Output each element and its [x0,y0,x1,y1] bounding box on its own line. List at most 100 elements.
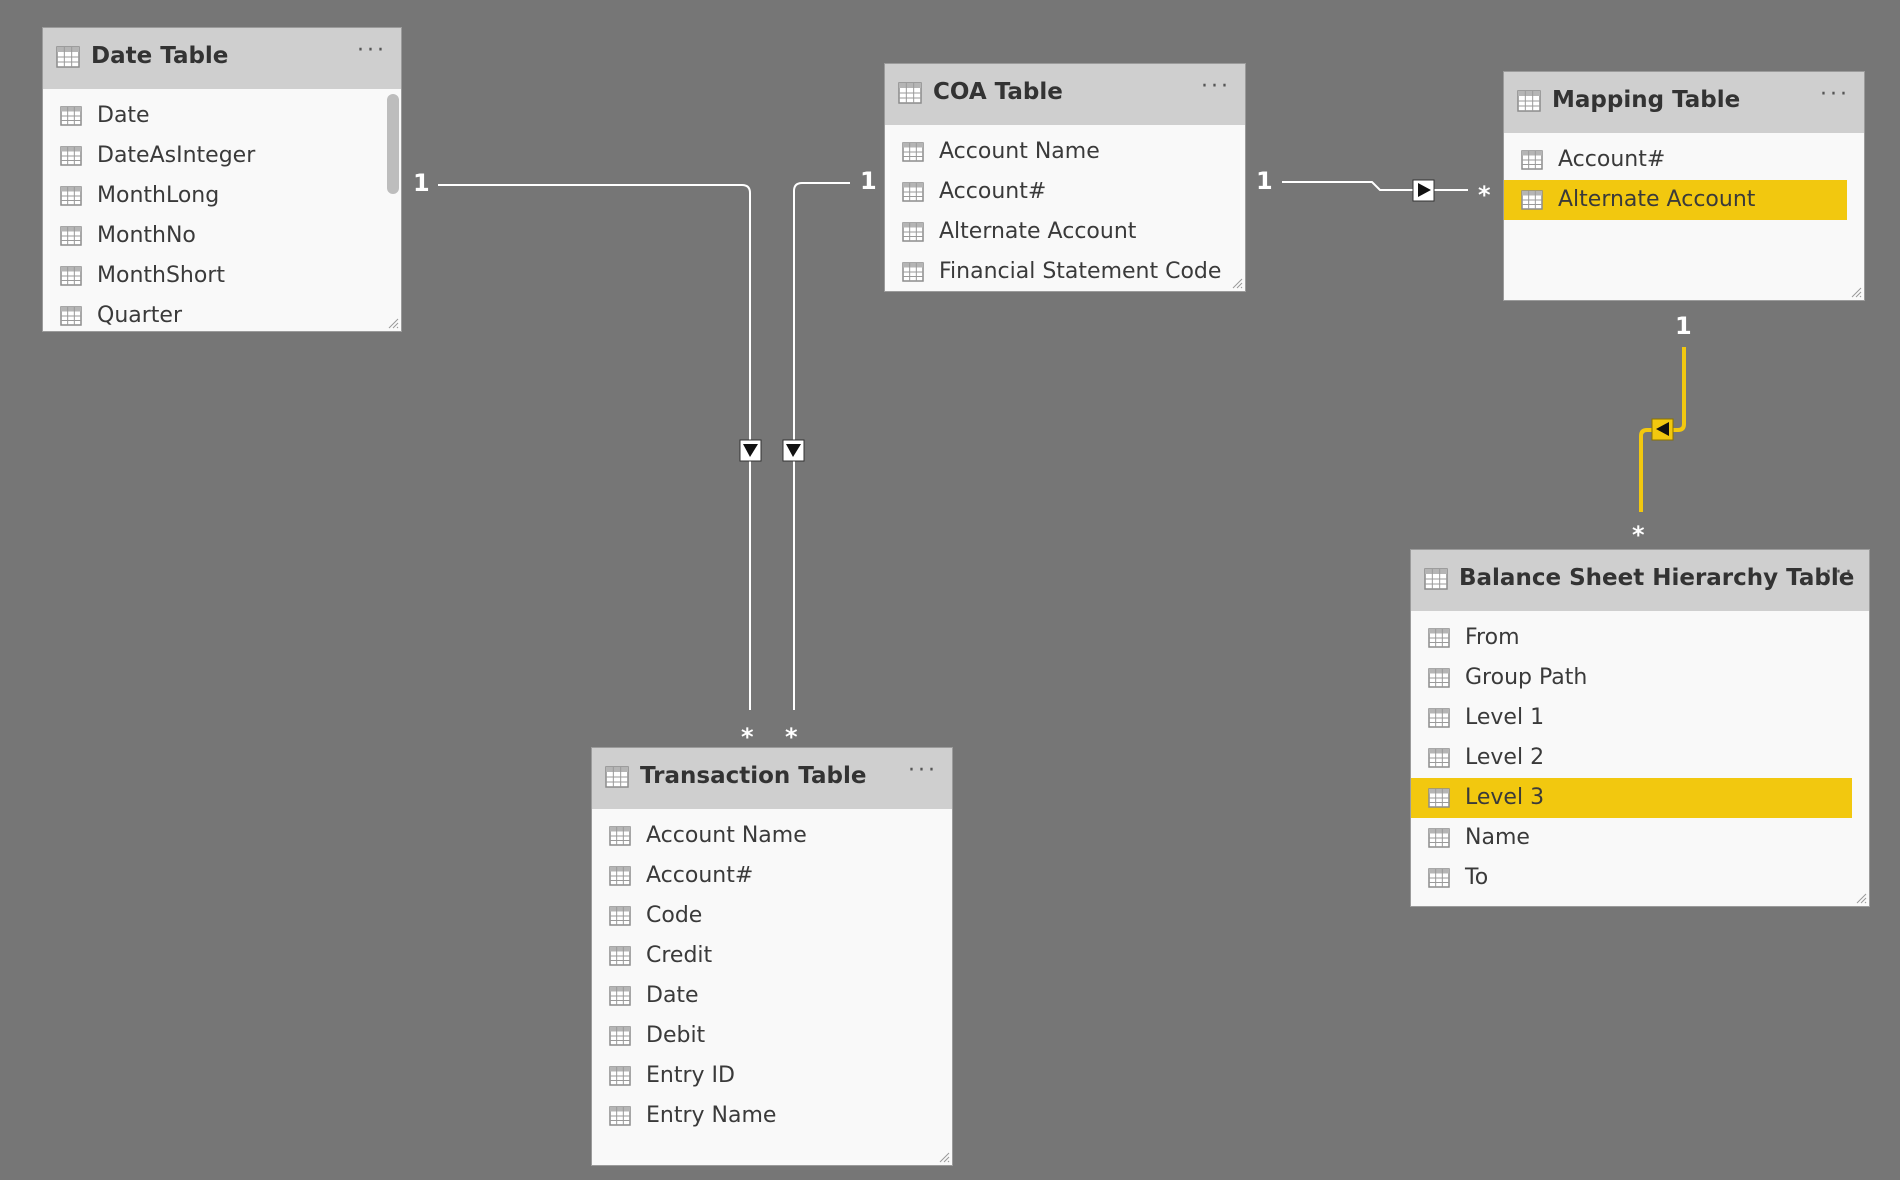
cardinality-many-mapping: * [1478,181,1491,209]
field-row[interactable]: Alternate Account [1504,180,1847,220]
field-row[interactable]: Date [592,976,952,1016]
field-label: MonthNo [97,223,196,248]
field-row[interactable]: Entry ID [592,1056,952,1096]
resize-grip-icon[interactable] [938,1151,950,1163]
direction-arrow-coa-mapping[interactable] [1412,179,1435,202]
column-grid-icon [60,186,82,206]
field-row[interactable]: Date [43,96,401,136]
field-row[interactable]: Debit [592,1016,952,1056]
field-label: MonthShort [97,263,225,288]
field-row[interactable]: Account# [885,172,1245,212]
table-card-mapping[interactable]: Mapping Table ··· Account# Alternate Acco… [1503,71,1865,301]
column-grid-icon [60,226,82,246]
table-header[interactable]: Mapping Table ··· [1504,72,1864,133]
field-row[interactable]: Entry Name [592,1096,952,1136]
field-row[interactable]: Level 3 [1411,778,1852,818]
field-row[interactable]: DateAsInteger [43,136,401,176]
resize-grip-icon[interactable] [387,317,399,329]
column-grid-icon [1428,748,1450,768]
table-header[interactable]: COA Table ··· [885,64,1245,125]
table-header[interactable]: Date Table ··· [43,28,401,89]
ellipsis-icon[interactable]: ··· [357,38,387,63]
table-grid-icon [56,46,80,68]
field-row[interactable]: Level 2 [1411,738,1869,778]
field-label: Entry ID [646,1063,735,1088]
field-label: Code [646,903,703,928]
field-label: From [1465,625,1520,650]
table-grid-icon [1517,90,1541,112]
field-label: Account# [1558,147,1666,172]
column-grid-icon [609,1106,631,1126]
field-label: Account# [939,179,1047,204]
field-row[interactable]: MonthLong [43,176,401,216]
column-grid-icon [609,1026,631,1046]
ellipsis-icon[interactable]: ··· [1825,560,1855,585]
column-grid-icon [1428,708,1450,728]
cardinality-one-date: 1 [413,169,430,197]
table-grid-icon [898,82,922,104]
table-grid-icon [605,766,629,788]
field-row[interactable]: Quarter [43,296,401,331]
relationship-date-transaction[interactable] [438,184,751,710]
relationship-coa-mapping[interactable] [1282,181,1468,191]
field-row[interactable]: Financial Statement Code [885,252,1245,291]
field-label: Level 2 [1465,745,1545,770]
field-label: Credit [646,943,713,968]
resize-grip-icon[interactable] [1850,286,1862,298]
field-row[interactable]: Account Name [885,132,1245,172]
resize-grip-icon[interactable] [1855,892,1867,904]
field-label: Account# [646,863,754,888]
field-row[interactable]: MonthShort [43,256,401,296]
field-label: Level 1 [1465,705,1545,730]
field-row[interactable]: Group Path [1411,658,1869,698]
field-row[interactable]: Account# [1504,140,1864,180]
resize-grip-icon[interactable] [1231,277,1243,289]
direction-arrow-coa-transaction[interactable] [782,439,805,462]
table-header[interactable]: Transaction Table ··· [592,748,952,809]
column-grid-icon [60,266,82,286]
field-label: Group Path [1465,665,1588,690]
ellipsis-icon[interactable]: ··· [908,758,938,783]
column-grid-icon [1428,628,1450,648]
field-label: Name [1465,825,1530,850]
cardinality-one-coa-transaction: 1 [860,167,877,195]
scrollbar[interactable] [387,94,399,194]
field-row[interactable]: Account Name [592,816,952,856]
field-row[interactable]: Credit [592,936,952,976]
field-row[interactable]: Name [1411,818,1869,858]
field-label: Level 3 [1465,785,1545,810]
column-grid-icon [609,1066,631,1086]
field-row[interactable]: Code [592,896,952,936]
field-row[interactable]: From [1411,618,1869,658]
relationship-mapping-balance-sheet[interactable] [1639,347,1686,512]
column-grid-icon [60,306,82,326]
column-grid-icon [609,826,631,846]
field-row[interactable]: To [1411,858,1869,898]
column-grid-icon [609,986,631,1006]
ellipsis-icon[interactable]: ··· [1820,82,1850,107]
cardinality-many-transaction-date: * [741,723,754,751]
field-label: Quarter [97,303,182,328]
field-label: Account Name [939,139,1100,164]
field-row[interactable]: Level 1 [1411,698,1869,738]
field-row[interactable]: MonthNo [43,216,401,256]
table-title: Date Table [91,43,229,69]
column-grid-icon [609,906,631,926]
relationship-coa-transaction[interactable] [793,182,850,710]
field-label: MonthLong [97,183,220,208]
field-row[interactable]: Alternate Account [885,212,1245,252]
ellipsis-icon[interactable]: ··· [1201,74,1231,99]
direction-arrow-mapping-balance-sheet[interactable] [1651,418,1674,441]
field-label: Date [646,983,699,1008]
field-label: Date [97,103,150,128]
field-row[interactable]: Account# [592,856,952,896]
cardinality-many-balance-sheet: * [1632,521,1645,549]
direction-arrow-date-transaction[interactable] [739,439,762,462]
table-header[interactable]: Balance Sheet Hierarchy Table ··· [1411,550,1869,611]
